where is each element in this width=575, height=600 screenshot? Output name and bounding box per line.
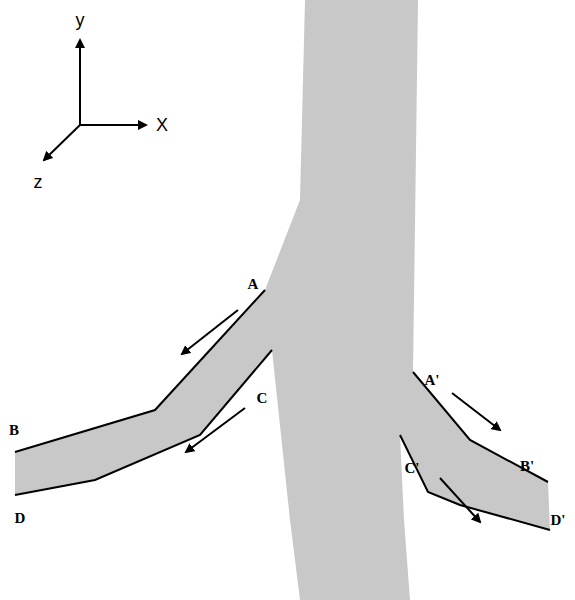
axis-label: X bbox=[156, 116, 168, 134]
wall-line bbox=[15, 350, 272, 495]
direction-arrow bbox=[452, 393, 500, 430]
vessel-shape bbox=[15, 0, 550, 600]
axis-label: z bbox=[34, 173, 43, 191]
axis-line bbox=[44, 125, 80, 160]
point-label: C bbox=[257, 391, 268, 406]
point-label: A' bbox=[425, 373, 440, 388]
wall-line bbox=[400, 435, 550, 530]
axis-line bbox=[79, 40, 81, 125]
direction-arrow bbox=[440, 478, 480, 522]
wall-line bbox=[413, 372, 548, 482]
point-label: B bbox=[9, 423, 19, 438]
axis-label: y bbox=[76, 11, 85, 29]
point-label: C' bbox=[405, 461, 420, 476]
point-label: B' bbox=[520, 459, 534, 474]
wall-line bbox=[15, 290, 265, 452]
direction-arrow bbox=[186, 408, 245, 452]
point-label: D bbox=[15, 511, 26, 526]
direction-arrow bbox=[182, 310, 238, 354]
axis-line bbox=[80, 124, 146, 126]
point-label: D' bbox=[551, 513, 566, 528]
point-label: A bbox=[248, 277, 259, 292]
